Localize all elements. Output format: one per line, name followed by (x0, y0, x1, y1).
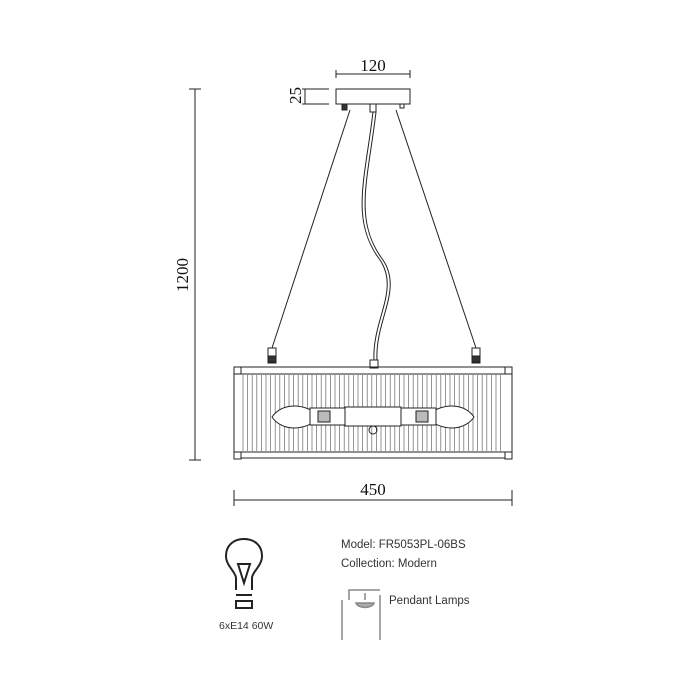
dimension-25-label: 25 (286, 87, 305, 104)
model-text: Model: FR5053PL-06BS (341, 539, 466, 551)
dimension-1200-label: 1200 (173, 258, 192, 292)
dimension-450-label: 450 (360, 480, 386, 499)
dimension-120 (335, 70, 411, 78)
suspension-cable-left (271, 109, 351, 349)
dimension-1200 (189, 88, 201, 461)
bulb-icon (224, 537, 264, 609)
canopy (335, 88, 411, 105)
suspension-cable-right (395, 109, 477, 349)
dimension-450 (233, 490, 513, 506)
dimension-120-label: 120 (360, 56, 386, 75)
lamp-shade (233, 366, 513, 460)
power-cord (361, 111, 388, 361)
pendant-lamp-icon (341, 589, 381, 640)
bulb-spec: 6xE14 60W (219, 620, 274, 632)
collection-text: Collection: Modern (341, 558, 437, 570)
category-text: Pendant Lamps (389, 595, 470, 607)
dimension-25 (302, 88, 329, 105)
